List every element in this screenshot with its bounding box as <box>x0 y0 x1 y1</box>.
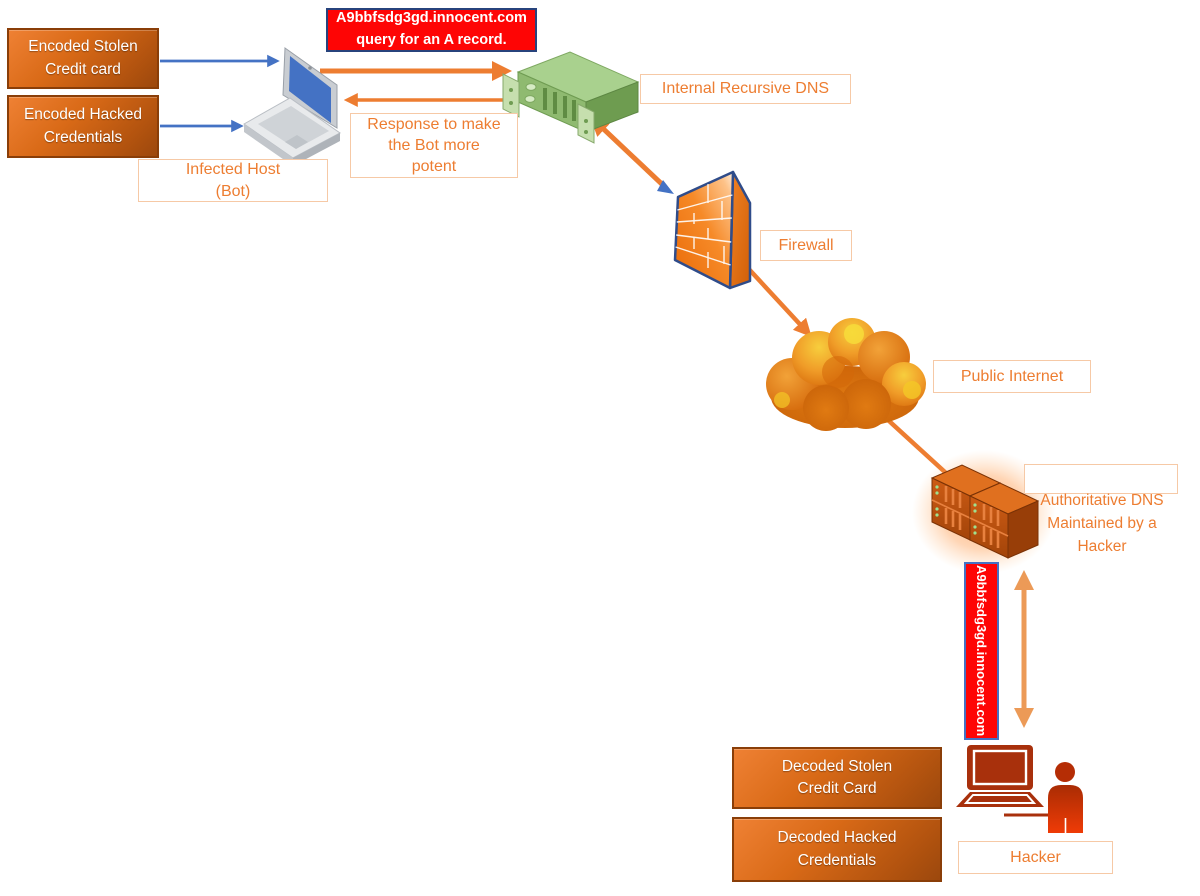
response-label: Response to make the Bot more potent <box>350 113 518 178</box>
authoritative-dns-label-box <box>1024 464 1178 494</box>
internal-dns-switch-icon <box>502 51 640 144</box>
hacker-label: Hacker <box>958 841 1113 874</box>
infected-host-laptop-icon <box>243 47 341 166</box>
encoded-stolen-box: Encoded Stolen Credit card <box>7 28 159 89</box>
encoded-hacked-box: Encoded Hacked Credentials <box>7 95 159 158</box>
firewall-icon <box>673 170 752 290</box>
decoded-hacked-box: Decoded Hacked Credentials <box>732 817 942 882</box>
hacker-laptop-icon <box>956 745 1051 817</box>
authoritative-dns-label: Authoritative DNS Maintained by a Hacker <box>1022 443 1182 555</box>
public-internet-label: Public Internet <box>933 360 1091 393</box>
arrow-dns-to-firewall <box>589 115 674 194</box>
firewall-label: Firewall <box>760 230 852 261</box>
arrow-firewall-to-cloud <box>744 264 812 337</box>
internal-dns-label: Internal Recursive DNS <box>640 74 851 104</box>
authoritative-dns-servers-icon <box>912 450 1056 574</box>
public-internet-cloud-icon <box>766 318 926 431</box>
dns-query-banner: A9bbfsdg3gd.innocent.com query for an A … <box>326 8 537 52</box>
infected-host-label: Infected Host (Bot) <box>138 159 328 202</box>
hacker-person-icon <box>1048 762 1083 833</box>
vertical-domain-banner: A9bbfsdg3gd.innocent.com <box>964 562 999 740</box>
decoded-stolen-box: Decoded Stolen Credit Card <box>732 747 942 809</box>
